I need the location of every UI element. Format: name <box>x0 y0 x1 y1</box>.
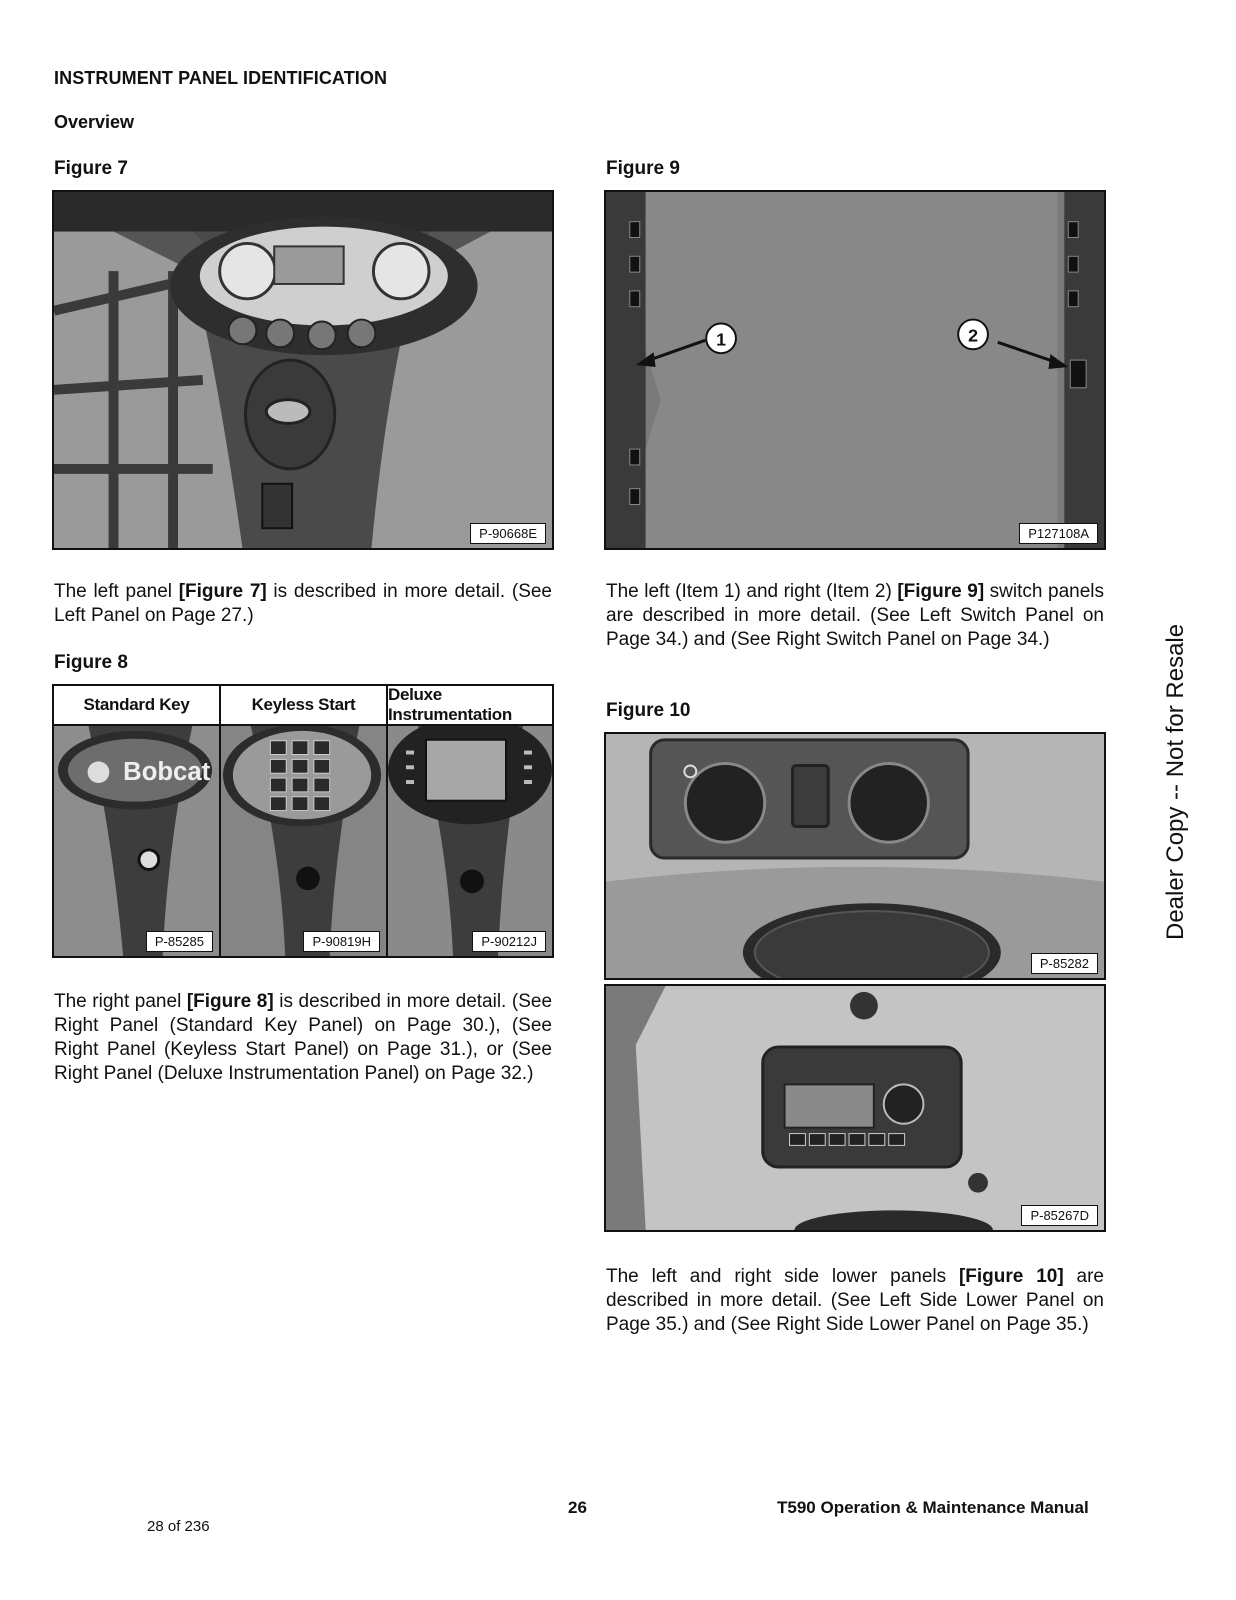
svg-text:1: 1 <box>716 329 726 349</box>
figure-10-bottom-photo: P-85267D <box>604 984 1106 1232</box>
text-run: The right panel <box>54 991 187 1012</box>
text-run: The left panel <box>54 581 179 602</box>
section-heading: Overview <box>54 112 135 132</box>
figure-ref: [Figure 7] <box>178 581 267 602</box>
column-header-keyless-start: Keyless Start <box>221 686 388 724</box>
standard-key-code: P-85285 <box>145 931 213 952</box>
text-run: is described in more detail. (See Right … <box>54 991 553 1084</box>
standard-key-photo: Bobcat P-85285 <box>54 726 221 956</box>
paragraph-switch-panels: The left (Item 1) and right (Item 2) [Fi… <box>606 580 1104 652</box>
dealer-copy-watermark: Dealer Copy -- Not for Resale <box>1162 623 1189 940</box>
figure-7-label: Figure 7 <box>54 158 128 179</box>
svg-text:Bobcat: Bobcat <box>123 758 210 786</box>
figure-8-panel-table: Standard Key Keyless Start Deluxe Instru… <box>52 684 554 958</box>
text-run: is described in more detail. (See Left P… <box>54 581 553 626</box>
text-run: The left (Item 1) and right (Item 2) <box>606 581 898 602</box>
pdf-page-counter: 28 of 236 <box>147 1518 210 1535</box>
figure-10-bottom-code: P-85267D <box>1021 1205 1098 1226</box>
keyless-start-photo: P-90819H <box>221 726 388 956</box>
page-number: 26 <box>568 1498 587 1517</box>
figure-10-label: Figure 10 <box>606 700 691 721</box>
figure-ref: [Figure 10] <box>958 1266 1064 1287</box>
figure-ref: [Figure 8] <box>186 991 274 1012</box>
svg-text:2: 2 <box>968 325 978 345</box>
figure-8-label: Figure 8 <box>54 652 128 673</box>
paragraph-left-panel: The left panel [Figure 7] is described i… <box>54 580 552 628</box>
keyless-start-code: P-90819H <box>303 931 380 952</box>
figure-9-photo: 1 2 P127108A <box>604 190 1106 550</box>
manual-title: T590 Operation & Maintenance Manual <box>777 1498 1089 1517</box>
figure-9-label: Figure 9 <box>606 158 680 179</box>
page-heading: INSTRUMENT PANEL IDENTIFICATION <box>54 68 388 88</box>
paragraph-lower-panels: The left and right side lower panels [Fi… <box>606 1265 1104 1337</box>
column-header-deluxe-instrumentation: Deluxe Instrumentation <box>388 685 512 724</box>
figure-9-code: P127108A <box>1019 523 1098 544</box>
text-run: switch panels are described in more deta… <box>606 581 1104 650</box>
column-header-standard-key: Standard Key <box>54 686 221 724</box>
figure-7-photo: P-90668E <box>52 190 554 550</box>
paragraph-right-panel: The right panel [Figure 8] is described … <box>54 990 552 1086</box>
deluxe-instrumentation-code: P-90212J <box>472 931 546 952</box>
deluxe-instrumentation-photo: P-90212J <box>388 726 552 956</box>
text-run: are described in more detail. (See Left … <box>606 1266 1104 1335</box>
figure-10-top-code: P-85282 <box>1030 953 1098 974</box>
figure-ref: [Figure 9] <box>897 581 985 602</box>
figure-10-top-photo: P-85282 <box>604 732 1106 980</box>
figure-7-code: P-90668E <box>470 523 546 544</box>
text-run: The left and right side lower panels <box>606 1266 959 1287</box>
